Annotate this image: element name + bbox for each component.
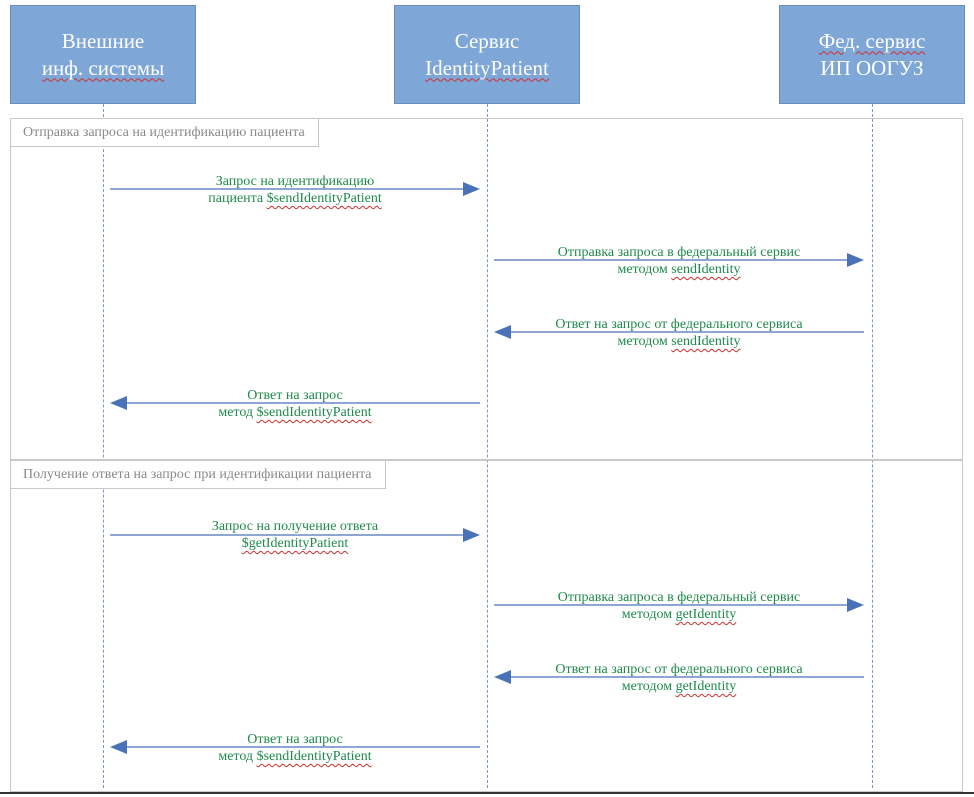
arrow-federal-response-get-identity — [494, 670, 864, 684]
arrow-final-response-to-external — [110, 740, 480, 754]
arrow-send-identity-patient — [110, 182, 480, 196]
arrow-send-identity-to-federal — [494, 253, 864, 267]
participant-identity-patient-service-line1: Сервис — [454, 28, 520, 53]
message-4-prefix: метод — [218, 405, 257, 420]
message-1-prefix: пациента — [208, 191, 267, 206]
participant-federal-service-line2: ИП ООГУЗ — [820, 55, 924, 80]
message-3-prefix: методом — [617, 334, 672, 349]
participant-identity-patient-service-line2: IdentityPatient — [425, 55, 549, 80]
message-3-method: sendIdentity — [671, 334, 741, 349]
bottom-divider — [0, 792, 974, 794]
message-2-method: sendIdentity — [671, 262, 741, 277]
lifeline-identity-patient-service — [487, 104, 488, 788]
message-4-line1: Ответ на запрос — [247, 388, 343, 403]
message-7-method: getIdentity — [675, 679, 737, 694]
message-6-prefix: методом — [621, 607, 676, 622]
message-label-send-identity-to-federal: Отправка запроса в федеральный сервис ме… — [494, 244, 864, 278]
participant-federal-service-line1: Фед. сервис — [818, 28, 926, 53]
frame-send-request-label: Отправка запроса на идентификацию пациен… — [11, 119, 319, 147]
arrow-response-to-external — [110, 396, 480, 410]
message-label-final-response-to-external: Ответ на запрос метод $sendIdentityPatie… — [110, 731, 480, 765]
message-label-get-identity-to-federal: Отправка запроса в федеральный сервис ме… — [494, 589, 864, 623]
message-8-method: $sendIdentityPatient — [256, 749, 372, 764]
frame-send-request: Отправка запроса на идентификацию пациен… — [10, 118, 963, 460]
message-4-method: $sendIdentityPatient — [256, 405, 372, 420]
message-8-prefix: метод — [218, 749, 257, 764]
lifeline-federal-service — [872, 104, 873, 788]
arrow-get-identity-to-federal — [494, 598, 864, 612]
message-8-line1: Ответ на запрос — [247, 732, 343, 747]
participant-external-systems-line1: Внешние — [61, 28, 145, 53]
message-7-prefix: методом — [621, 679, 676, 694]
participant-federal-service: Фед. сервис ИП ООГУЗ — [779, 5, 965, 104]
arrow-get-identity-patient — [110, 528, 480, 542]
message-label-send-identity-patient: Запрос на идентификацию пациента $sendId… — [110, 173, 480, 207]
message-5-method: $getIdentityPatient — [241, 536, 349, 551]
message-1-method: $sendIdentityPatient — [266, 191, 382, 206]
participant-external-systems-line2: инф. системы — [41, 55, 165, 80]
message-2-prefix: методом — [617, 262, 672, 277]
arrow-federal-response-send-identity — [494, 325, 864, 339]
message-5-line1: Запрос на получение ответа — [211, 519, 379, 534]
message-2-line1: Отправка запроса в федеральный сервис — [557, 245, 801, 260]
message-7-line1: Ответ на запрос от федерального сервиса — [555, 662, 803, 677]
frame-get-response-label: Получение ответа на запрос при идентифик… — [11, 461, 386, 489]
message-label-federal-response-send-identity: Ответ на запрос от федерального сервиса … — [494, 316, 864, 350]
lifeline-external-systems — [103, 104, 104, 788]
message-label-get-identity-patient: Запрос на получение ответа $getIdentityP… — [110, 518, 480, 552]
message-1-line1: Запрос на идентификацию — [215, 174, 375, 189]
participant-identity-patient-service: Сервис IdentityPatient — [394, 5, 580, 104]
message-3-line1: Ответ на запрос от федерального сервиса — [555, 317, 803, 332]
participant-external-systems: Внешние инф. системы — [10, 5, 196, 104]
message-6-method: getIdentity — [675, 607, 737, 622]
message-label-response-to-external: Ответ на запрос метод $sendIdentityPatie… — [110, 387, 480, 421]
message-label-federal-response-get-identity: Ответ на запрос от федерального сервиса … — [494, 661, 864, 695]
message-6-line1: Отправка запроса в федеральный сервис — [557, 590, 801, 605]
frame-get-response: Получение ответа на запрос при идентифик… — [10, 460, 963, 792]
